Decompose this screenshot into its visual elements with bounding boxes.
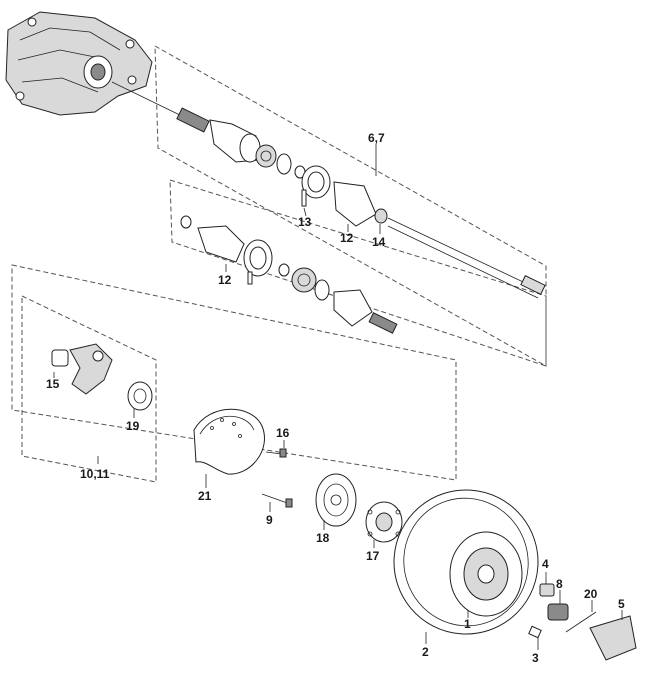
tire-and-rim [393,489,539,635]
callout-16: 16 [276,426,290,440]
bolt-16 [265,448,287,458]
group-frame-hub-assembly [11,264,457,483]
callouts: 6,7 13 12 14 12 15 19 10,11 21 16 9 18 1… [46,131,625,665]
brake-disc [193,408,265,475]
callout-8: 8 [556,577,563,591]
spindle-knuckle [51,343,153,411]
callout-10-11: 10,11 [80,467,110,481]
leader-lines [53,144,623,650]
callout-17: 17 [366,549,380,563]
wheel-nut-4 [539,583,555,597]
gearbox-housing [5,11,187,119]
callout-12-upper: 12 [340,231,354,245]
upper-drive-shaft [176,107,546,299]
hub-cap-5 [589,615,637,661]
callout-9: 9 [266,513,273,527]
brake-hub-plate [315,473,357,527]
callout-21: 21 [198,489,212,503]
callout-3: 3 [532,651,539,665]
callout-18: 18 [316,531,330,545]
callout-19: 19 [126,419,140,433]
callout-5: 5 [618,597,625,611]
callout-13: 13 [298,215,312,229]
wheel-hub [365,501,403,543]
callout-2: 2 [422,645,429,659]
callout-4: 4 [542,557,549,571]
stud-9 [261,493,293,508]
cotter-pin-20 [565,611,597,633]
group-frame-drive-shafts [154,45,547,367]
callout-14: 14 [372,235,386,249]
castle-nut-8 [547,603,569,621]
callout-1: 1 [464,617,471,631]
lower-drive-shaft [180,215,398,334]
valve-3 [528,625,542,639]
callout-20: 20 [584,587,598,601]
callout-12-lower: 12 [218,273,232,287]
callout-15: 15 [46,377,60,391]
callout-6-7: 6,7 [368,131,385,145]
